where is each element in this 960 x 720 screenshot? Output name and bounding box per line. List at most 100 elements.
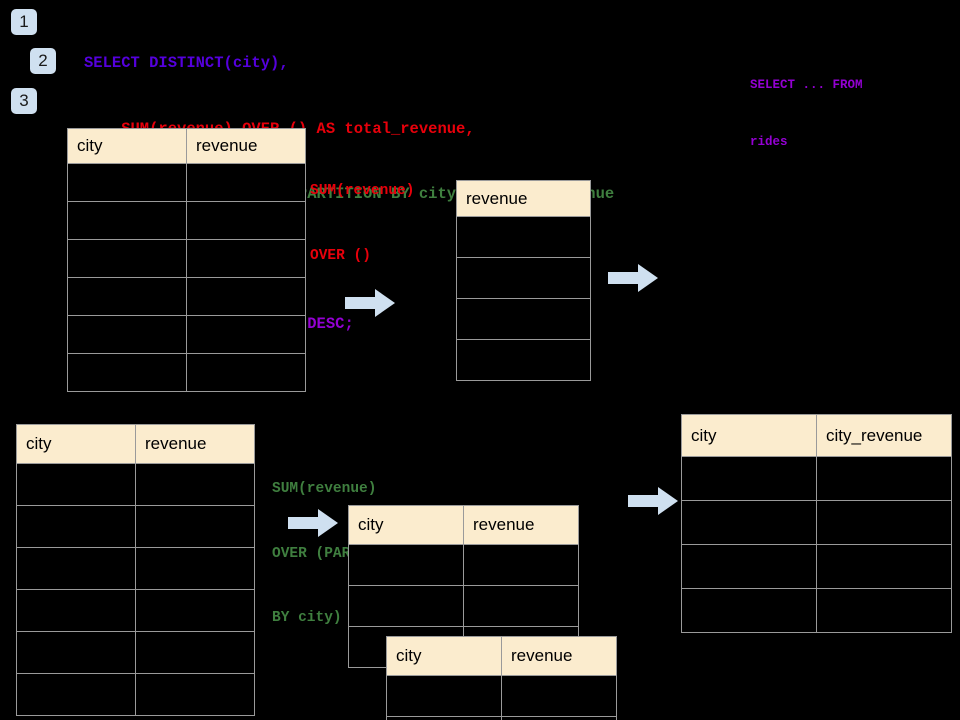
column-header-city-revenue: city_revenue <box>816 414 952 457</box>
callout-city-revenue-line1: SUM(revenue) <box>272 481 377 497</box>
table-row <box>456 257 591 299</box>
cell-revenue <box>186 201 306 240</box>
cell-city <box>67 315 187 354</box>
table-header-row: revenue <box>456 180 591 217</box>
arrow-total-to-result <box>608 264 658 292</box>
result-table: city city_revenue <box>681 414 952 633</box>
table-row <box>386 675 617 717</box>
arrow-source-to-partition <box>288 509 338 537</box>
cell-revenue <box>186 277 306 316</box>
cell-revenue <box>186 239 306 278</box>
table-row <box>67 315 306 354</box>
table-row <box>681 588 952 633</box>
cell-city <box>348 585 464 627</box>
column-header-revenue: revenue <box>456 180 591 217</box>
total-revenue-table: revenue <box>456 180 591 381</box>
arrow-partition-to-result <box>628 487 678 515</box>
cell-city <box>67 239 187 278</box>
table-row <box>67 163 306 202</box>
cell-revenue <box>186 163 306 202</box>
cell-revenue <box>186 315 306 354</box>
cell-city <box>16 463 136 506</box>
table-header-row: city revenue <box>348 505 579 545</box>
column-header-revenue: revenue <box>501 636 617 676</box>
cell-revenue <box>135 673 255 716</box>
cell-city <box>16 547 136 590</box>
table-row <box>348 585 579 627</box>
cell-revenue <box>456 298 591 340</box>
cell-city <box>386 716 502 720</box>
cell-city <box>67 353 187 392</box>
table-header-row: city revenue <box>16 424 255 464</box>
table-row <box>456 298 591 340</box>
partition-group-table-front: city revenue <box>386 636 617 720</box>
column-header-city: city <box>16 424 136 464</box>
column-header-city: city <box>681 414 817 457</box>
column-header-city: city <box>67 128 187 164</box>
table-header-row: city city_revenue <box>681 414 952 457</box>
table-row <box>67 277 306 316</box>
cell-revenue <box>135 589 255 632</box>
table-row <box>16 673 255 716</box>
cell-revenue <box>463 544 579 586</box>
cell-city <box>67 277 187 316</box>
table-row <box>681 500 952 545</box>
callout-source-query-line2: rides <box>750 135 788 149</box>
table-row <box>681 544 952 589</box>
table-row <box>16 589 255 632</box>
cell-city <box>681 456 817 501</box>
callout-city-revenue-line3: BY city) <box>272 610 342 626</box>
callout-total-revenue-line1: SUM(revenue) <box>310 183 415 199</box>
table-row <box>67 353 306 392</box>
table-row <box>16 505 255 548</box>
table-row <box>67 239 306 278</box>
cell-revenue <box>456 216 591 258</box>
callout-total-revenue: SUM(revenue) OVER () <box>310 138 414 310</box>
step-badge-1: 1 <box>11 9 37 35</box>
callout-source-query: SELECT ... FROM rides <box>750 38 863 190</box>
column-header-revenue: revenue <box>463 505 579 545</box>
table-row <box>67 201 306 240</box>
cell-city <box>681 544 817 589</box>
cell-city <box>16 631 136 674</box>
callout-total-revenue-line2: OVER () <box>310 247 371 264</box>
cell-revenue <box>135 547 255 590</box>
table-row <box>16 463 255 506</box>
table-row <box>681 456 952 501</box>
cell-revenue <box>135 505 255 548</box>
table-header-row: city revenue <box>386 636 617 676</box>
cell-city <box>67 201 187 240</box>
cell-city <box>681 588 817 633</box>
cell-revenue <box>463 585 579 627</box>
cell-city <box>386 675 502 717</box>
table-row <box>16 631 255 674</box>
column-header-revenue: revenue <box>135 424 255 464</box>
cell-revenue <box>135 631 255 674</box>
sql-line-select: SELECT DISTINCT(city), <box>84 54 289 73</box>
cell-city-revenue <box>816 456 952 501</box>
rides-source-table-bottom: city revenue <box>16 424 255 716</box>
cell-city <box>16 673 136 716</box>
column-header-city: city <box>386 636 502 676</box>
table-row <box>456 339 591 381</box>
step-badge-2: 2 <box>30 48 56 74</box>
column-header-revenue: revenue <box>186 128 306 164</box>
step-badge-3: 3 <box>11 88 37 114</box>
table-row <box>456 216 591 258</box>
callout-source-query-line1: SELECT ... FROM <box>750 78 863 92</box>
cell-revenue <box>501 675 617 717</box>
cell-city <box>67 163 187 202</box>
cell-revenue <box>501 716 617 720</box>
cell-city-revenue <box>816 588 952 633</box>
table-row <box>348 544 579 586</box>
cell-city <box>681 500 817 545</box>
cell-revenue <box>456 339 591 381</box>
cell-revenue <box>186 353 306 392</box>
cell-city <box>16 505 136 548</box>
table-header-row: city revenue <box>67 128 306 164</box>
cell-city-revenue <box>816 500 952 545</box>
cell-city <box>348 544 464 586</box>
column-header-city: city <box>348 505 464 545</box>
cell-city <box>16 589 136 632</box>
